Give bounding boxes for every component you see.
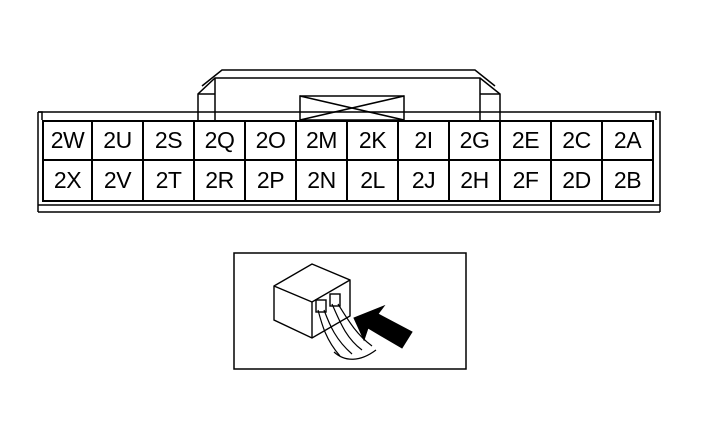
pin-cavity-2a: 2A	[603, 120, 654, 161]
blocked-cavity-key-icon	[299, 95, 405, 121]
pin-cavity-2n: 2N	[297, 161, 348, 202]
pin-cavity-2g: 2G	[450, 120, 501, 161]
locking-latch	[197, 69, 501, 120]
connector-housing-icon	[273, 263, 351, 339]
pin-cavity-2m: 2M	[297, 120, 348, 161]
pin-cavity-2k: 2K	[348, 120, 399, 161]
pin-cavity-2r: 2R	[195, 161, 246, 202]
pin-cavity-2x: 2X	[42, 161, 93, 202]
pin-cavity-2d: 2D	[552, 161, 603, 202]
pin-cavity-2p: 2P	[246, 161, 297, 202]
pin-cavity-2v: 2V	[93, 161, 144, 202]
pin-cavity-2c: 2C	[552, 120, 603, 161]
pin-cavity-2u: 2U	[93, 120, 144, 161]
pin-cavity-2j: 2J	[399, 161, 450, 202]
pin-cavity-2f: 2F	[501, 161, 552, 202]
wire-bundle-icon	[317, 303, 377, 360]
pin-cavity-2l: 2L	[348, 161, 399, 202]
pin-cavity-2s: 2S	[144, 120, 195, 161]
pin-cavity-2e: 2E	[501, 120, 552, 161]
pin-cavity-2w: 2W	[42, 120, 93, 161]
probe-arrow-icon	[353, 304, 413, 349]
pin-cavity-2h: 2H	[450, 161, 501, 202]
inset-frame	[233, 252, 467, 370]
pin-cavity-2q: 2Q	[195, 120, 246, 161]
pin-cavity-2i: 2I	[399, 120, 450, 161]
pin-cavity-2b: 2B	[603, 161, 654, 202]
pin-cavity-2o: 2O	[246, 120, 297, 161]
pin-cavity-2t: 2T	[144, 161, 195, 202]
